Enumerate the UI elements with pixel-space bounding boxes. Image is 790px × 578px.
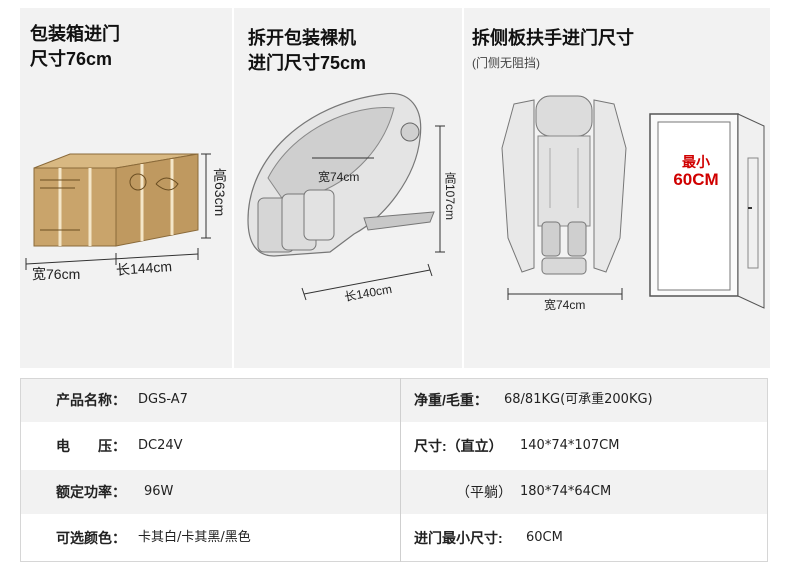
min-door-value: 60CM bbox=[673, 170, 719, 189]
column-divider bbox=[400, 378, 401, 562]
door-entry-panel: 拆侧板扶手进门尺寸 (门侧无阻挡) 宽74cm 最小 bbox=[464, 8, 770, 368]
size-label: 尺寸:（直立） bbox=[414, 438, 503, 454]
chair-top-and-door-illustration bbox=[501, 95, 765, 309]
panel-divider bbox=[232, 8, 234, 368]
box-length-label: 长144cm bbox=[115, 258, 173, 278]
panel1-title-line2: 尺寸76cm bbox=[30, 49, 113, 69]
color-label: 可选颜色： bbox=[56, 530, 126, 546]
power-value: 96W bbox=[144, 484, 174, 499]
min-door-label: 最小 bbox=[682, 154, 710, 170]
spec-table: 产品名称： DGS-A7 电 压： DC24V 额定功率： 96W 可选颜色： … bbox=[20, 378, 768, 562]
table-border bbox=[20, 378, 768, 562]
chair-width-label: 宽74cm bbox=[318, 170, 360, 184]
panel2-title: 拆开包装裸机 进门尺寸75cm bbox=[248, 26, 366, 76]
flat-value: 180*74*64CM bbox=[520, 484, 612, 499]
weight-value: 68/81KG(可承重200KG) bbox=[504, 392, 653, 407]
product-name-label: 产品名称： bbox=[56, 392, 126, 408]
door-chair-width-label: 宽74cm bbox=[544, 298, 586, 312]
bare-machine-panel: 拆开包装裸机 进门尺寸75cm 宽74cm 高1 bbox=[234, 8, 462, 368]
color-value: 卡其白/卡其黑/黑色 bbox=[138, 530, 251, 545]
packaging-box-panel: 包装箱进门 尺寸76cm bbox=[20, 8, 232, 368]
product-name-value: DGS-A7 bbox=[138, 392, 188, 407]
panel-divider bbox=[462, 8, 464, 368]
door-min-label: 进门最小尺寸: bbox=[414, 530, 503, 546]
table-row bbox=[20, 378, 768, 422]
box-height-label: 高63cm bbox=[212, 168, 228, 217]
panel2-title-line2: 进门尺寸75cm bbox=[248, 53, 367, 73]
door-min-value: 60CM bbox=[526, 530, 563, 545]
panel3-subtitle: (门侧无阻挡) bbox=[472, 56, 540, 70]
images-panel: 包装箱进门 尺寸76cm bbox=[20, 8, 770, 368]
massage-chair-side-illustration bbox=[247, 92, 445, 301]
chair-height-label: 高107cm bbox=[443, 172, 457, 221]
panel1-title: 包装箱进门 尺寸76cm bbox=[30, 22, 120, 72]
size-value: 140*74*107CM bbox=[520, 438, 620, 453]
panel3-title: 拆侧板扶手进门尺寸 bbox=[472, 28, 634, 48]
voltage-value: DC24V bbox=[138, 438, 183, 453]
panel1-title-line1: 包装箱进门 bbox=[30, 24, 120, 44]
weight-label: 净重/毛重： bbox=[414, 392, 488, 408]
box-width-label: 宽76cm bbox=[32, 266, 81, 282]
table-row bbox=[20, 470, 768, 514]
packaging-box-illustration bbox=[25, 153, 211, 270]
panel2-title-line1: 拆开包装裸机 bbox=[248, 28, 356, 48]
power-label: 额定功率： bbox=[56, 484, 126, 500]
voltage-label: 电 压： bbox=[56, 438, 126, 454]
flat-label: （平躺） bbox=[456, 484, 512, 500]
